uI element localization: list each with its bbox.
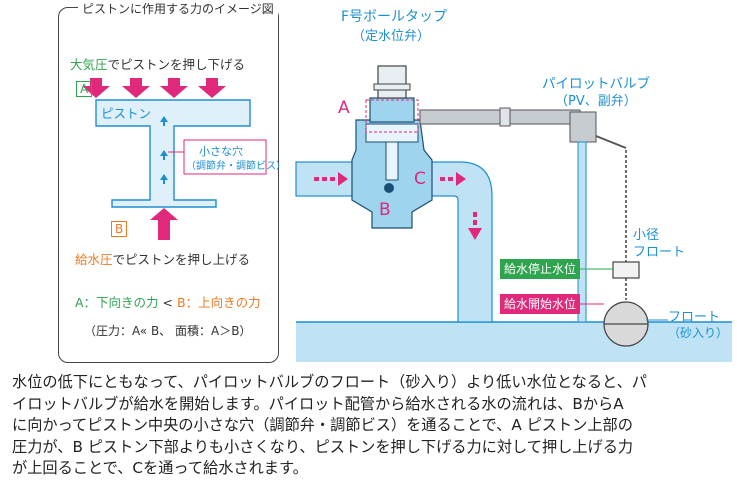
inset-label-a: A bbox=[76, 81, 93, 97]
small-float-label: 小径 bbox=[633, 228, 660, 243]
start-level-badge: 給水開始水位 bbox=[500, 294, 580, 314]
valve-cap bbox=[377, 65, 407, 99]
float-subtitle: （砂入り） bbox=[668, 326, 729, 340]
caption-line: イロットバルブが給水を開始します。パイロット配管から給水される水の流れは、Bから… bbox=[12, 394, 624, 413]
pilot-valve-name: パイロットバルブ bbox=[542, 76, 650, 92]
pressure-area-relation: （圧力：A« B、 面積：A＞B） bbox=[84, 324, 252, 338]
piston-figure bbox=[82, 78, 267, 240]
atm-pressure-arrows bbox=[82, 78, 226, 98]
hole-arrows bbox=[160, 116, 168, 184]
pilot-valve bbox=[569, 111, 597, 143]
caption-line: が上回ることで、Cを通って給水されます。 bbox=[12, 459, 308, 477]
valve-subtitle: （定水位弁） bbox=[352, 29, 431, 44]
down-arrow-3 bbox=[160, 78, 188, 98]
flow-arrows bbox=[314, 172, 482, 240]
piston-label: ピストン bbox=[101, 106, 152, 121]
explanation-paragraph: 水位の低下にともなって、パイロットバルブのフロート（砂入り）より低い水位となると… bbox=[12, 372, 730, 480]
valve-bonnet bbox=[369, 97, 415, 123]
pilot-valve-subtitle: （PV、副弁） bbox=[555, 94, 637, 109]
supply-pressure-desc: でピストンを押し上げる bbox=[112, 252, 251, 267]
stop-level-badge: 給水停止水位 bbox=[500, 259, 580, 279]
force-a-text: A：下向きの力 bbox=[75, 295, 159, 310]
caption-line: 圧力が、B ピストン下部よりも小さくなり、ピストンを押し下げる力に対して押し上げ… bbox=[12, 437, 634, 456]
small-hole-box bbox=[183, 139, 267, 175]
force-b-text: B：上向きの力 bbox=[177, 295, 261, 310]
down-arrow-2 bbox=[122, 78, 150, 98]
force-diagram-title: ピストンに作用する力のイメージ図 bbox=[78, 0, 278, 17]
valve-name: F号ボールタップ bbox=[341, 9, 448, 25]
outlet-pipe bbox=[399, 161, 493, 323]
piston-body bbox=[95, 99, 251, 208]
supply-pressure-arrow bbox=[150, 208, 178, 240]
force-comparison: A：下向きの力 < B：上向きの力 bbox=[75, 292, 261, 311]
supply-pressure-text: 給水圧でピストンを押し上げる bbox=[75, 249, 250, 268]
supply-pressure-label: 給水圧 bbox=[75, 252, 113, 267]
small-float-label-2: フロート bbox=[633, 245, 686, 260]
chamber-a-label: A bbox=[338, 98, 350, 118]
small-hole-detail: （調節弁・調節ビス） bbox=[186, 161, 286, 172]
inset-label-b: B bbox=[111, 221, 128, 237]
small-float bbox=[612, 261, 640, 279]
atm-pressure-desc: でピストンを押し下げる bbox=[107, 57, 246, 72]
atm-pressure-label: 大気圧 bbox=[70, 57, 108, 72]
tank-water bbox=[296, 322, 732, 362]
force-lt: < bbox=[162, 295, 174, 310]
pilot-drop-pipe bbox=[577, 141, 587, 323]
outlet-c-label: C bbox=[414, 169, 426, 189]
chamber-a-highlight bbox=[365, 99, 419, 133]
valve-piston bbox=[365, 123, 419, 143]
float-label: フロート bbox=[668, 310, 721, 325]
ball-tap-diagram bbox=[295, 65, 732, 362]
small-hole-label: 小さな穴 bbox=[199, 145, 243, 158]
down-arrow-4 bbox=[198, 78, 226, 98]
down-arrow-1 bbox=[82, 78, 110, 98]
chamber-b-label: B bbox=[379, 200, 391, 220]
caption-line: に向かってピストン中央の小さな穴（調節弁・調節ビス）を通ることで、A ピストン上… bbox=[12, 416, 633, 434]
caption-line: 水位の低下にともなって、パイロットバルブのフロート（砂入り）より低い水位となると… bbox=[12, 373, 647, 391]
atm-pressure-text: 大気圧でピストンを押し下げる bbox=[70, 54, 245, 73]
